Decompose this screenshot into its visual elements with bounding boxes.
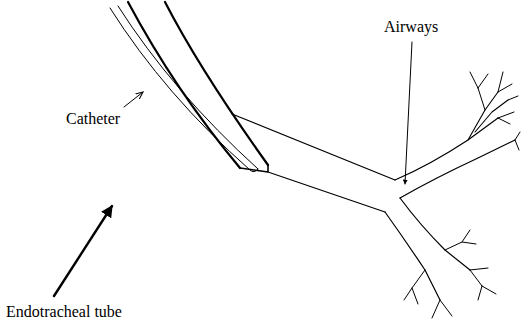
bronchiole	[432, 300, 452, 318]
tube-wall	[128, 2, 240, 168]
tube-wall	[165, 2, 268, 165]
bronchiole	[468, 92, 498, 140]
leader-arrow	[124, 92, 143, 107]
bronchus	[400, 198, 470, 270]
part-label: Airways	[384, 18, 438, 36]
bronchus	[400, 140, 515, 198]
tube-tip	[240, 165, 268, 172]
leader-arrow	[54, 206, 112, 296]
bronchiole	[445, 230, 476, 250]
trachea-wall	[232, 114, 395, 180]
bronchiole	[515, 132, 520, 150]
bronchiole	[498, 96, 518, 124]
bronchus	[395, 118, 498, 180]
bronchiole	[470, 268, 496, 300]
trachea-wall	[268, 172, 385, 212]
catheter-line	[118, 6, 258, 169]
bronchiole	[404, 270, 425, 304]
bronchiole	[498, 72, 512, 92]
bronchiole	[470, 72, 488, 110]
part-label: Endotracheal tube	[6, 303, 122, 321]
leader-arrow	[405, 42, 412, 184]
part-label: Catheter	[66, 110, 120, 128]
catheter-tip	[250, 169, 258, 172]
